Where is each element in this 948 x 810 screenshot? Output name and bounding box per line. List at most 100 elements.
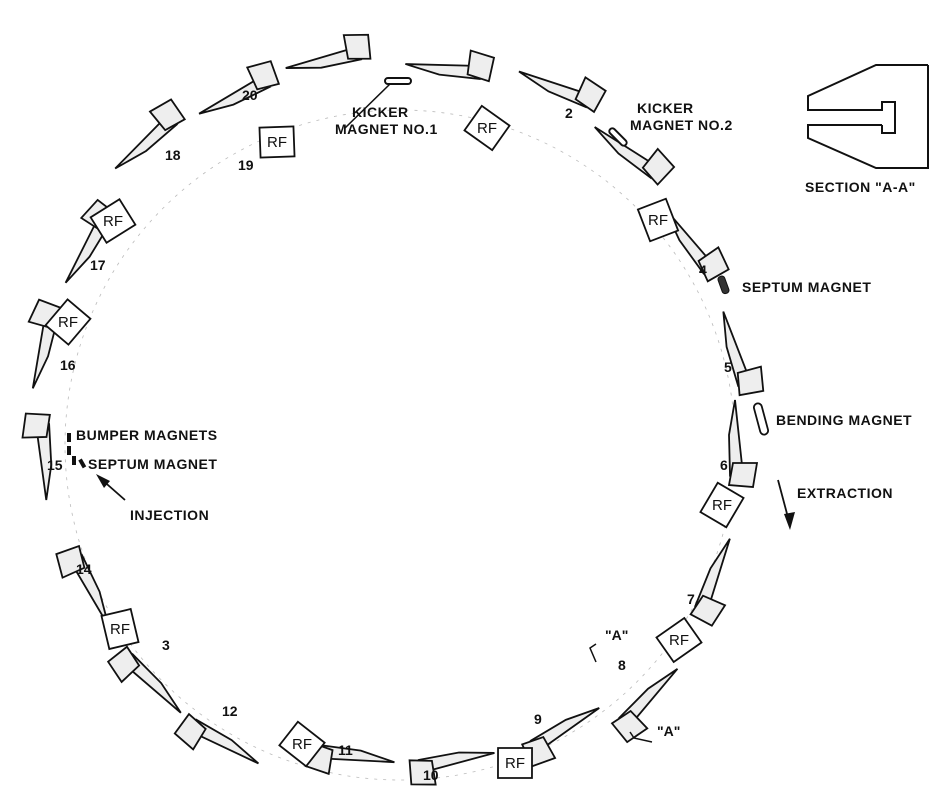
rf-cavity: RF (258, 125, 296, 159)
kicker-1-label-line2: MAGNET NO.1 (335, 121, 438, 137)
bending-magnet-segment (594, 126, 676, 186)
magnet-pole (697, 245, 730, 283)
rf-label: RF (292, 736, 312, 753)
magnet-number: 14 (76, 561, 92, 577)
rf-cavity: RF (497, 747, 533, 779)
section-marker-2 (629, 731, 653, 743)
bending-magnet-segment (173, 712, 260, 765)
magnet-number: 9 (534, 711, 542, 727)
magnet-pole (736, 365, 765, 397)
section-marker-1-label: "A" (605, 627, 628, 643)
rf-cavity-box (44, 298, 92, 346)
kicker-2-label-line2: MAGNET NO.2 (630, 117, 733, 133)
magnet-number: 2 (565, 105, 573, 121)
magnet-pole (245, 60, 281, 91)
septum-magnet-extraction (717, 275, 730, 295)
magnet-number: 7 (687, 591, 695, 607)
section-marker-2-label: "A" (657, 723, 680, 739)
rf-cavity-box (699, 481, 745, 529)
bending-magnet-segment (21, 412, 53, 501)
rf-label: RF (267, 134, 287, 151)
magnet-number: 10 (423, 767, 439, 783)
magnet-pole (641, 147, 676, 186)
magnet-pole (574, 76, 607, 114)
magnet-pole (727, 462, 759, 488)
rf-label: RF (477, 120, 497, 137)
septum-magnet-injection-label: SEPTUM MAGNET (88, 456, 217, 472)
rf-cavity-box (636, 197, 680, 243)
beam-orbit (64, 109, 736, 781)
magnet-number: 4 (699, 262, 707, 278)
rf-cavity-box (89, 198, 137, 244)
magnet-number: 19 (238, 157, 254, 173)
rf-cavity: RF (463, 104, 511, 152)
magnet-number: 18 (165, 147, 181, 163)
bumper-magnet-2 (67, 446, 71, 455)
septum-magnet-injection (78, 458, 87, 469)
magnet-number: 3 (162, 637, 170, 653)
bending-magnet-segment (55, 544, 110, 627)
injection-label: INJECTION (130, 507, 209, 523)
magnet-number-group: 20 2 4 5 6 7 8 9 10 11 12 3 14 15 16 17 18 19 (47, 87, 732, 783)
magnet-pole (106, 645, 141, 684)
rf-cavity: RF (278, 720, 326, 768)
magnet-number: 20 (242, 87, 258, 103)
rf-cavity-box (463, 104, 511, 152)
rf-cavity: RF (44, 298, 92, 346)
rf-cavity: RF (89, 198, 137, 244)
magnet-pole (689, 594, 727, 627)
magnet-pole (21, 412, 51, 439)
bending-magnet-segment (198, 60, 281, 115)
bumper-magnet-1 (67, 433, 71, 442)
magnet-pole (148, 98, 187, 132)
rf-cavity: RF (636, 197, 680, 243)
section-a-a-label: SECTION "A-A" (805, 179, 916, 195)
magnet-number: 16 (60, 357, 76, 373)
magnet-number: 12 (222, 703, 238, 719)
bending-magnet-segment (285, 33, 372, 69)
magnet-number: 8 (618, 657, 626, 673)
bending-magnet-segment (722, 311, 765, 397)
magnet-pole (342, 33, 372, 60)
magnet-pole (466, 49, 496, 83)
section-marker-1 (589, 643, 597, 663)
rf-cavity-group: RF RF RF RF RF RF RF RF RF RF (44, 104, 745, 779)
rf-cavity-box (655, 616, 703, 664)
section-a-a-profile (807, 64, 929, 169)
bending-magnet-segment (405, 49, 496, 83)
bending-magnet-segment (408, 751, 495, 786)
rf-label: RF (712, 497, 732, 514)
kicker-2-label-line1: KICKER (637, 100, 694, 116)
magnet-group (21, 33, 765, 786)
injection-arrow-head (96, 474, 110, 488)
rf-cavity-box (258, 125, 296, 159)
rf-cavity-box (497, 747, 533, 779)
magnet-number: 17 (90, 257, 106, 273)
kicker-1-leader-line (344, 83, 391, 129)
magnet-number: 5 (724, 359, 732, 375)
rf-label: RF (110, 621, 130, 638)
magnet-pole (55, 544, 86, 579)
magnet-number: 6 (720, 457, 728, 473)
bending-magnet-segment (106, 645, 182, 714)
bending-magnet-segment (689, 538, 731, 627)
rf-label: RF (648, 212, 668, 229)
rf-cavity: RF (100, 607, 140, 651)
bending-magnet-segment (518, 70, 607, 114)
rf-label: RF (505, 755, 525, 772)
bumper-magnet-3 (72, 456, 76, 465)
extraction-arrow-head (784, 512, 795, 530)
magnet-number: 15 (47, 457, 63, 473)
magnet-number: 11 (338, 742, 353, 758)
kicker-magnet-1 (384, 77, 412, 85)
magnet-pole (173, 712, 207, 751)
bending-magnet-segment (114, 98, 187, 170)
bending-magnet-segment (610, 668, 679, 744)
rf-cavity-box (100, 607, 140, 651)
bending-magnet-segment (27, 298, 63, 389)
rf-label: RF (103, 213, 123, 230)
rf-label: RF (669, 632, 689, 649)
rf-cavity: RF (655, 616, 703, 664)
bending-magnet (752, 402, 770, 436)
